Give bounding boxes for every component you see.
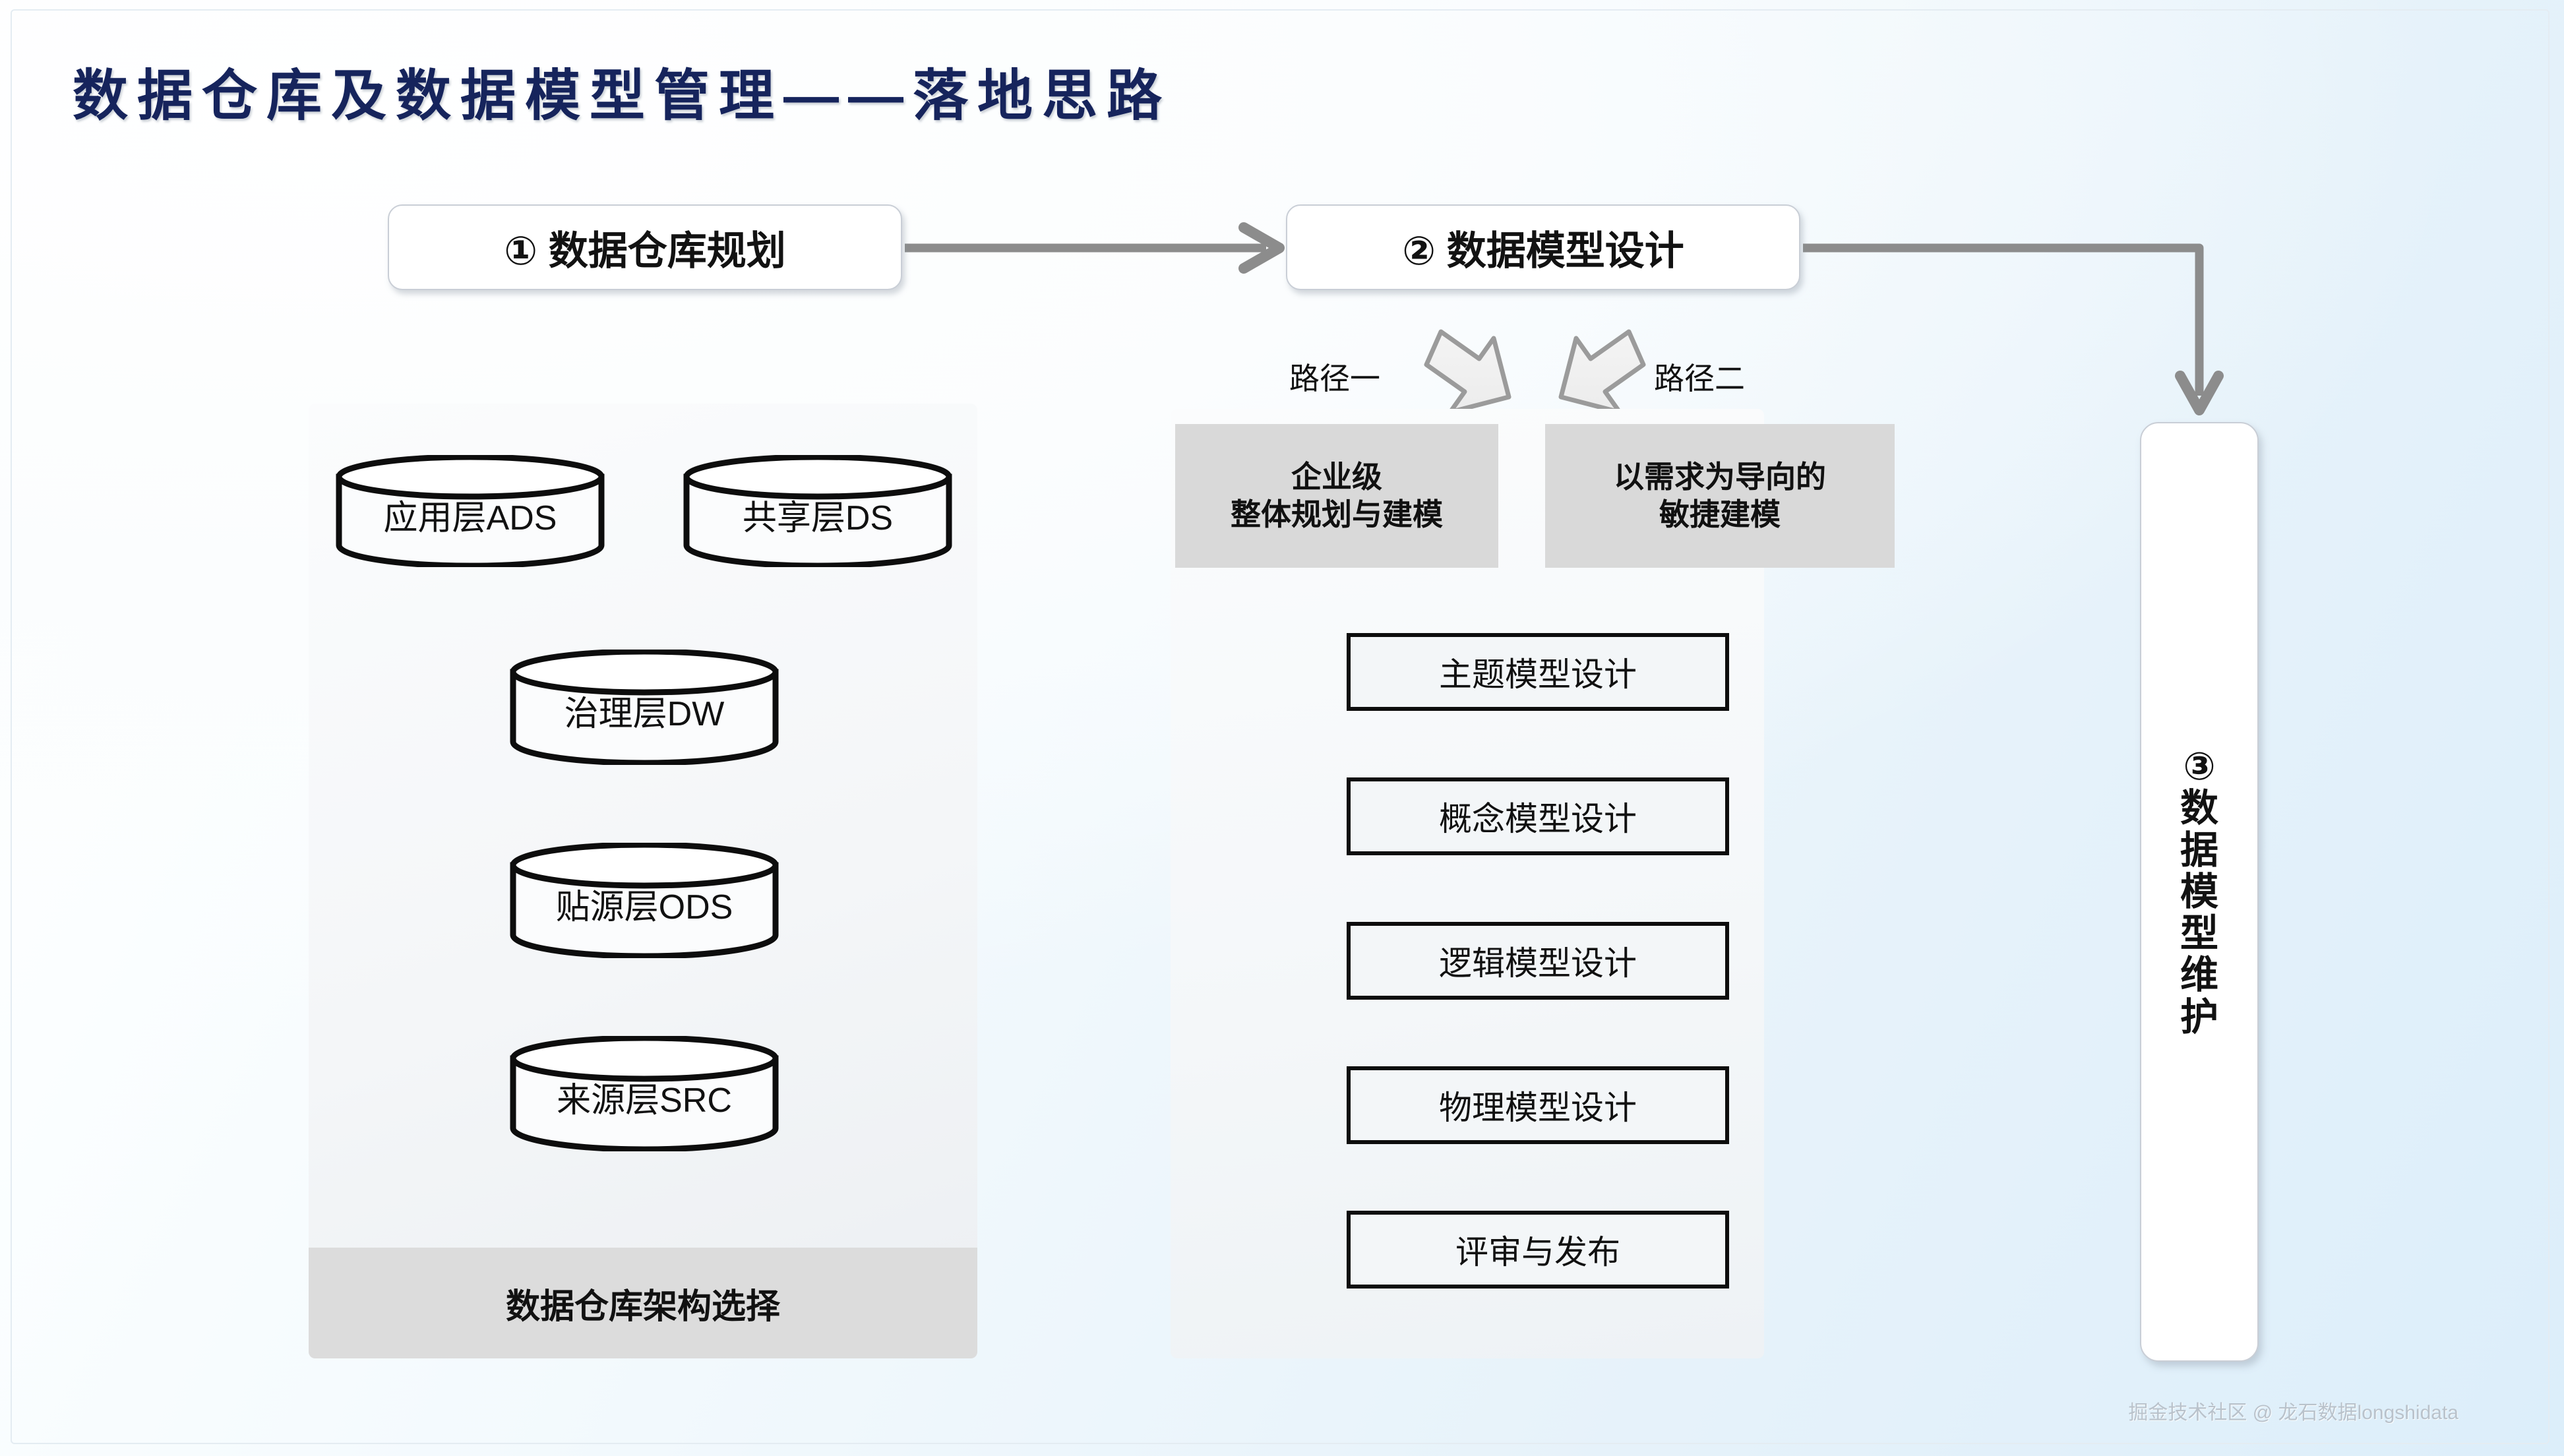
watermark: 掘金技术社区 @ 龙石数据longshidata	[2128, 1402, 2458, 1424]
step-label-physical-model: 物理模型设计	[1439, 1089, 1637, 1126]
layer-cylinder-ods[interactable]: 贴源层ODS	[509, 843, 779, 958]
cylinder-shape	[683, 455, 952, 567]
cylinder-shape	[510, 1036, 779, 1151]
stage-3-model-maintenance-box[interactable]: ③ 数 据 模 型 维 护	[2140, 422, 2259, 1362]
approach-enterprise-box[interactable]: 企业级 整体规划与建模	[1175, 424, 1498, 568]
approach-enterprise-line2: 整体规划与建模	[1231, 497, 1443, 531]
step-box-conceptual-model[interactable]: 概念模型设计	[1347, 777, 1729, 855]
warehouse-architecture-footer: 数据仓库架构选择	[309, 1248, 977, 1358]
approach-enterprise-line1: 企业级	[1291, 459, 1382, 494]
cylinder-shape	[510, 843, 779, 958]
step-box-subject-model[interactable]: 主题模型设计	[1347, 633, 1729, 711]
connector-box1-to-box2	[905, 222, 1285, 274]
stage-2-model-design-box[interactable]: ② 数据模型设计	[1286, 204, 1800, 290]
layer-cylinder-dw-label: 治理层DW	[564, 695, 725, 733]
layer-cylinder-src[interactable]: 来源层SRC	[509, 1036, 779, 1151]
path-one-label: 路径一	[1289, 361, 1380, 396]
stage-3-char-3: 模	[2180, 870, 2218, 913]
path-two-label: 路径二	[1654, 361, 1745, 396]
stage-3-char-6: 护	[2180, 995, 2218, 1039]
stage-1-label: ① 数据仓库规划	[504, 228, 786, 273]
layer-cylinder-src-label: 来源层SRC	[557, 1081, 732, 1120]
stage-1-warehouse-planning-box[interactable]: ① 数据仓库规划	[388, 204, 902, 290]
stage-3-char-4: 型	[2180, 912, 2218, 956]
connector-box2-to-box3	[1803, 243, 2224, 415]
approach-agile-line1: 以需求为导向的	[1614, 459, 1826, 494]
layer-cylinder-dw[interactable]: 治理层DW	[509, 650, 779, 765]
path-two-block-arrow	[1558, 329, 1646, 415]
step-label-conceptual-model: 概念模型设计	[1439, 801, 1637, 837]
stage-3-char-5: 维	[2180, 954, 2218, 997]
layer-cylinder-ds[interactable]: 共享层DS	[683, 455, 953, 567]
cylinder-shape	[510, 650, 779, 765]
warehouse-architecture-footer-label: 数据仓库架构选择	[505, 1287, 780, 1326]
layer-cylinder-ods-label: 贴源层ODS	[555, 888, 733, 926]
step-box-review-publish[interactable]: 评审与发布	[1347, 1211, 1729, 1289]
step-label-subject-model: 主题模型设计	[1439, 656, 1637, 693]
layer-cylinder-ads[interactable]: 应用层ADS	[335, 455, 605, 567]
stage-3-char-1: 数	[2180, 787, 2218, 830]
approach-agile-box[interactable]: 以需求为导向的 敏捷建模	[1545, 424, 1895, 568]
step-box-logical-model[interactable]: 逻辑模型设计	[1347, 922, 1729, 1000]
stage-3-char-0: ③	[2183, 745, 2216, 789]
step-label-logical-model: 逻辑模型设计	[1439, 945, 1637, 982]
layer-cylinder-ads-label: 应用层ADS	[383, 499, 557, 537]
stage-2-label: ② 数据模型设计	[1402, 228, 1684, 273]
step-box-physical-model[interactable]: 物理模型设计	[1347, 1066, 1729, 1144]
stage-3-char-2: 据	[2180, 828, 2218, 872]
cylinder-shape	[336, 455, 605, 567]
layer-cylinder-ds-label: 共享层DS	[742, 499, 894, 537]
stage-3-vertical-label: ③ 数 据 模 型 维 护	[2180, 746, 2218, 1038]
step-label-review-publish: 评审与发布	[1455, 1234, 1620, 1271]
path-one-block-arrow	[1424, 329, 1511, 415]
approach-agile-line2: 敏捷建模	[1659, 497, 1781, 531]
page-title: 数据仓库及数据模型管理——落地思路	[73, 65, 1172, 127]
